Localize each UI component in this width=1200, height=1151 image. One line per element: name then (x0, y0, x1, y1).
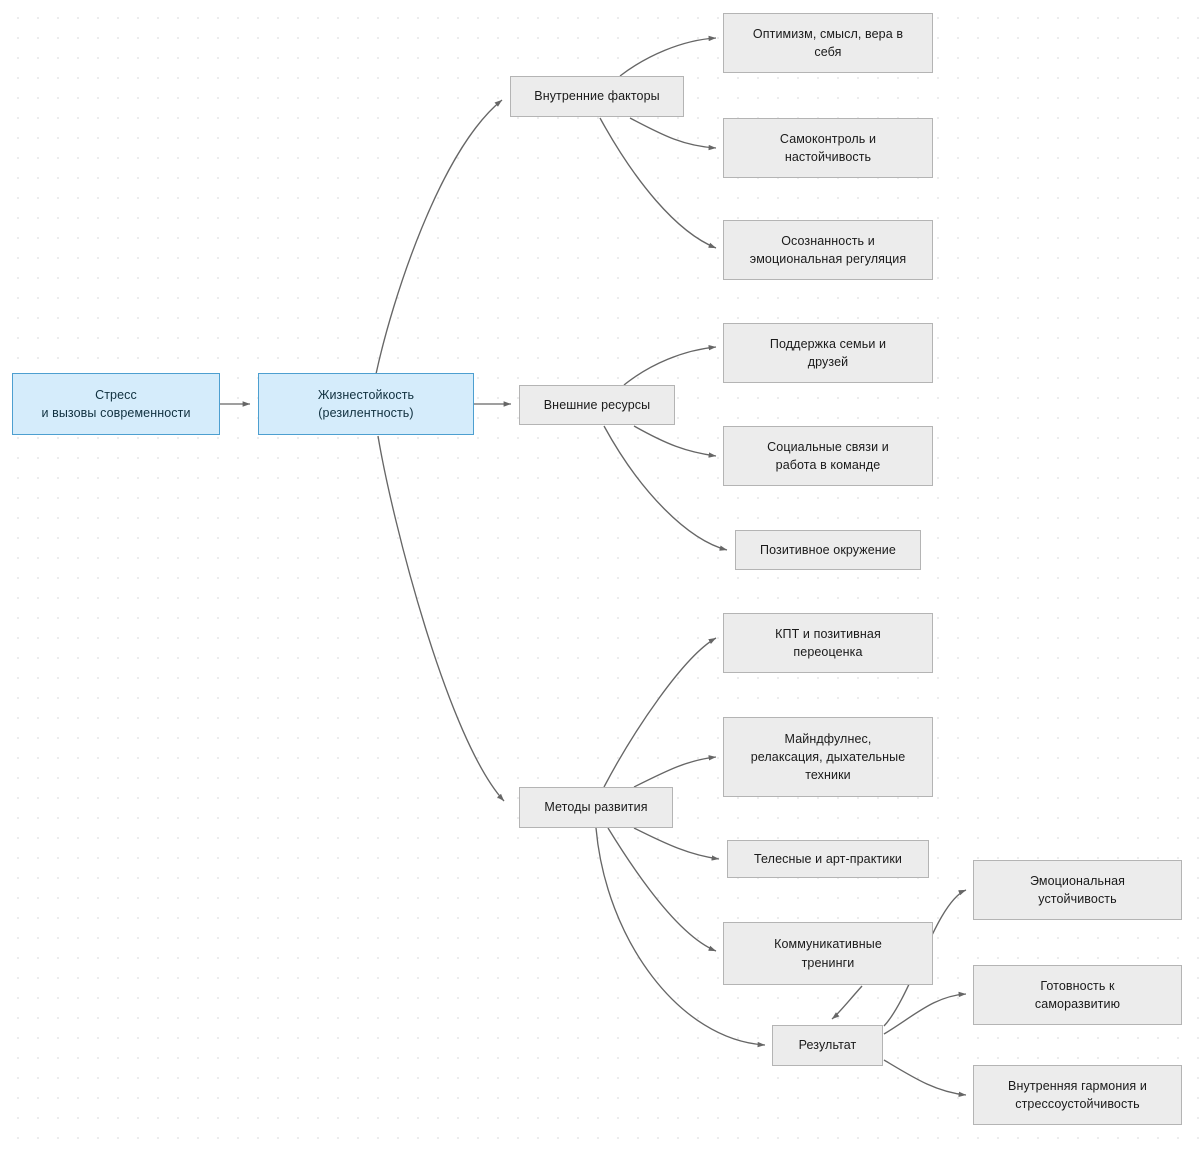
node-cbt[interactable]: КПТ и позитивная переоценка (723, 613, 933, 673)
node-resilience[interactable]: Жизнестойкость (резилентность) (258, 373, 474, 435)
node-self-control[interactable]: Самоконтроль и настойчивость (723, 118, 933, 178)
edge-methods-mindfulness (633, 755, 717, 788)
node-body-art[interactable]: Телесные и арт-практики (727, 840, 929, 878)
node-internal-factors-label: Внутренние факторы (534, 89, 660, 104)
node-optimism-label: Оптимизм, смысл, вера в себя (752, 26, 904, 59)
node-body-art-label: Телесные и арт-практики (754, 851, 902, 866)
node-mindfulness-breathing[interactable]: Майндфулнес, релаксация, дыхательные тех… (723, 717, 933, 797)
node-optimism[interactable]: Оптимизм, смысл, вера в себя (723, 13, 933, 73)
node-self-development[interactable]: Готовность к саморазвитию (973, 965, 1182, 1025)
node-external-resources-label: Внешние ресурсы (543, 397, 651, 412)
node-mindfulness-regulation[interactable]: Осознанность и эмоциональная регуляция (723, 220, 933, 280)
edge-internal-regulation (599, 117, 717, 249)
edge-external-family (623, 345, 717, 386)
edge-methods-cbt (603, 637, 717, 788)
node-result-label: Результат (798, 1038, 857, 1053)
edge-communication-result (831, 985, 863, 1020)
node-social-ties[interactable]: Социальные связи и работа в команде (723, 426, 933, 486)
node-positive-environment[interactable]: Позитивное окружение (735, 530, 921, 570)
edge-methods-bodyart (633, 827, 720, 861)
node-emotional-stability-label: Эмоциональная устойчивость (1029, 873, 1126, 906)
node-communication-training[interactable]: Коммуникативные тренинги (723, 922, 933, 985)
node-positive-environment-label: Позитивное окружение (760, 542, 896, 557)
node-social-ties-label: Социальные связи и работа в команде (767, 439, 889, 472)
edge-internal-selfcontrol (629, 117, 717, 151)
node-inner-harmony[interactable]: Внутренняя гармония и стрессоустойчивост… (973, 1065, 1182, 1125)
edge-external-social (633, 425, 717, 458)
node-internal-factors[interactable]: Внутренние факторы (510, 76, 684, 117)
node-stress[interactable]: Стресс и вызовы современности (12, 373, 220, 435)
node-family-support[interactable]: Поддержка семьи и друзей (723, 323, 933, 383)
node-mindfulness-regulation-label: Осознанность и эмоциональная регуляция (749, 233, 907, 266)
node-result[interactable]: Результат (772, 1025, 883, 1066)
node-family-support-label: Поддержка семьи и друзей (769, 336, 887, 369)
edge-resilience-internal (375, 99, 503, 375)
edge-external-positive (603, 425, 728, 551)
node-self-development-label: Готовность к саморазвитию (1034, 978, 1121, 1011)
node-communication-training-label: Коммуникативные тренинги (774, 937, 882, 970)
edge-result-selfdev (883, 991, 967, 1035)
node-development-methods-label: Методы развития (544, 800, 648, 815)
edge-internal-optimism (619, 35, 717, 77)
edge-result-harmony (883, 1059, 967, 1097)
node-mindfulness-breathing-label: Майндфулнес, релаксация, дыхательные тех… (750, 731, 906, 783)
node-inner-harmony-label: Внутренняя гармония и стрессоустойчивост… (1008, 1078, 1147, 1111)
node-external-resources[interactable]: Внешние ресурсы (519, 385, 675, 425)
node-development-methods[interactable]: Методы развития (519, 787, 673, 828)
node-cbt-label: КПТ и позитивная переоценка (775, 626, 881, 659)
edge-methods-communication (607, 827, 717, 952)
edge-resilience-methods (377, 435, 505, 802)
node-resilience-label: Жизнестойкость (резилентность) (317, 387, 415, 420)
node-emotional-stability[interactable]: Эмоциональная устойчивость (973, 860, 1182, 920)
node-stress-label: Стресс и вызовы современности (41, 387, 191, 420)
node-self-control-label: Самоконтроль и настойчивость (779, 131, 877, 164)
